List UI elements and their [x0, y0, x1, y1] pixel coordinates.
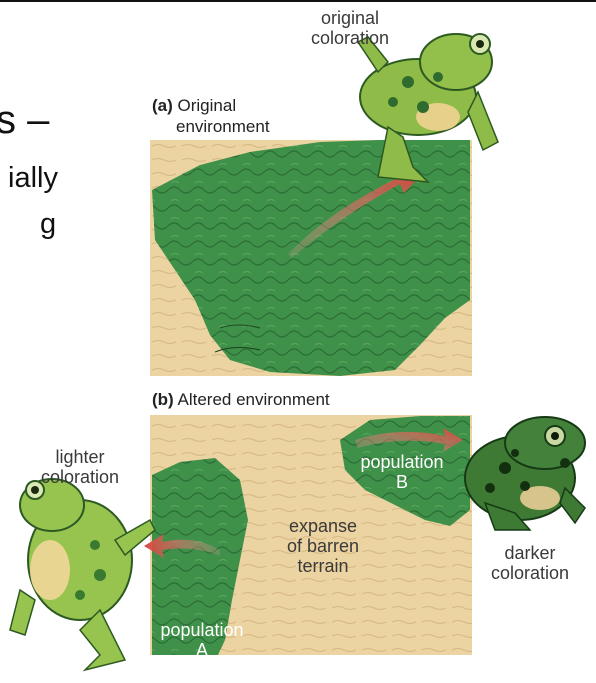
panel-a-heading: (a) Original	[152, 96, 236, 115]
panel-b-letter: (b)	[152, 390, 174, 409]
label-darker-line-2: coloration	[470, 563, 590, 583]
panel-b-heading: (b) Altered environment	[152, 390, 330, 409]
label-expanse-line-1: expanse	[268, 516, 378, 536]
label-expanse-line-2: of barren	[268, 536, 378, 556]
label-population-a-line-1: population	[152, 620, 252, 640]
label-lighter-coloration: lighter coloration	[30, 447, 130, 487]
label-population-a: population A	[152, 620, 252, 660]
label-darker-line-1: darker	[470, 543, 590, 563]
label-population-a-line-2: A	[152, 640, 252, 660]
label-original-coloration: original coloration	[300, 8, 400, 48]
label-population-b: population B	[352, 452, 452, 492]
panel-b-title: Altered environment	[178, 390, 330, 409]
frog-lighter	[10, 479, 155, 670]
label-lighter-line-2: coloration	[30, 467, 130, 487]
panel-a-letter: (a)	[152, 96, 173, 115]
frog-darker	[465, 417, 585, 530]
label-original-line-2: coloration	[300, 28, 400, 48]
label-expanse-line-3: terrain	[268, 556, 378, 576]
panel-a-title-line-2: environment	[176, 117, 270, 136]
label-expanse: expanse of barren terrain	[268, 516, 378, 576]
label-darker-coloration: darker coloration	[470, 543, 590, 583]
panel-a-title-line-1: Original	[178, 96, 237, 115]
label-lighter-line-1: lighter	[30, 447, 130, 467]
label-population-b-line-2: B	[352, 472, 452, 492]
label-population-b-line-1: population	[352, 452, 452, 472]
panel-a-terrain	[150, 140, 472, 376]
label-original-line-1: original	[300, 8, 400, 28]
